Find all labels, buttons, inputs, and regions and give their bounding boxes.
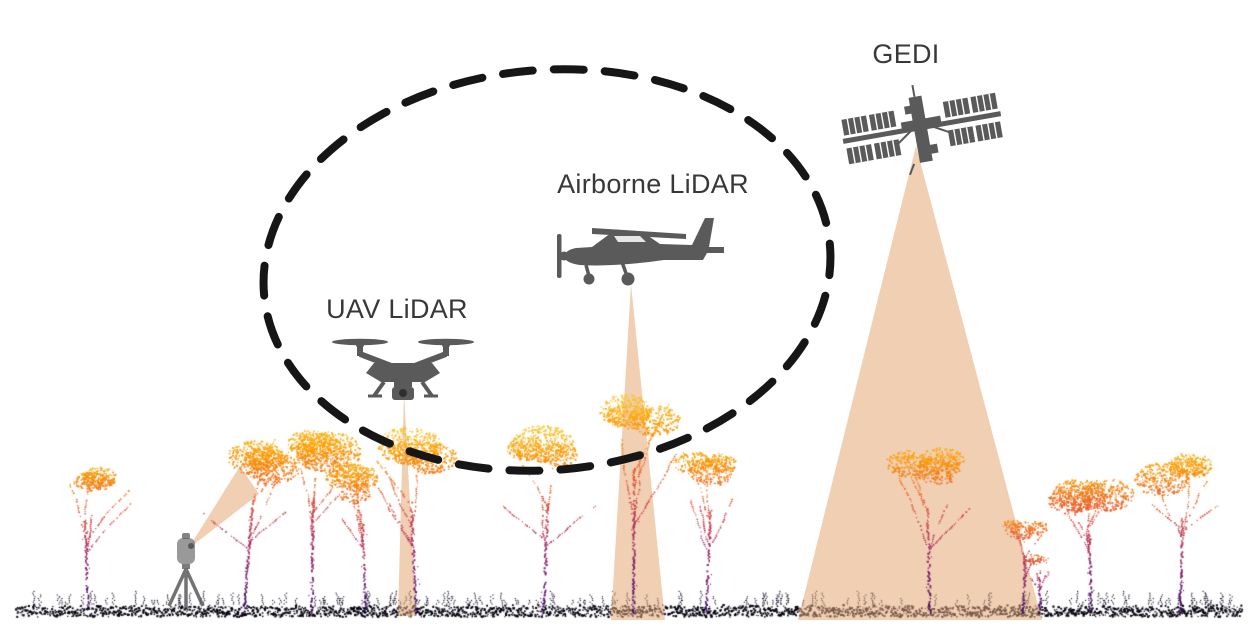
uav-drone-icon xyxy=(332,338,474,400)
dashed-highlight-ellipse xyxy=(259,65,835,475)
uav-lidar-label: UAV LiDAR xyxy=(326,294,468,324)
airplane-icon xyxy=(557,218,724,286)
gedi-label: GEDI xyxy=(872,39,940,69)
airborne-lidar-label: Airborne LiDAR xyxy=(557,169,749,199)
gedi-satellite-icon xyxy=(841,84,1003,176)
terrestrial-laser-scanner-icon xyxy=(167,533,205,608)
